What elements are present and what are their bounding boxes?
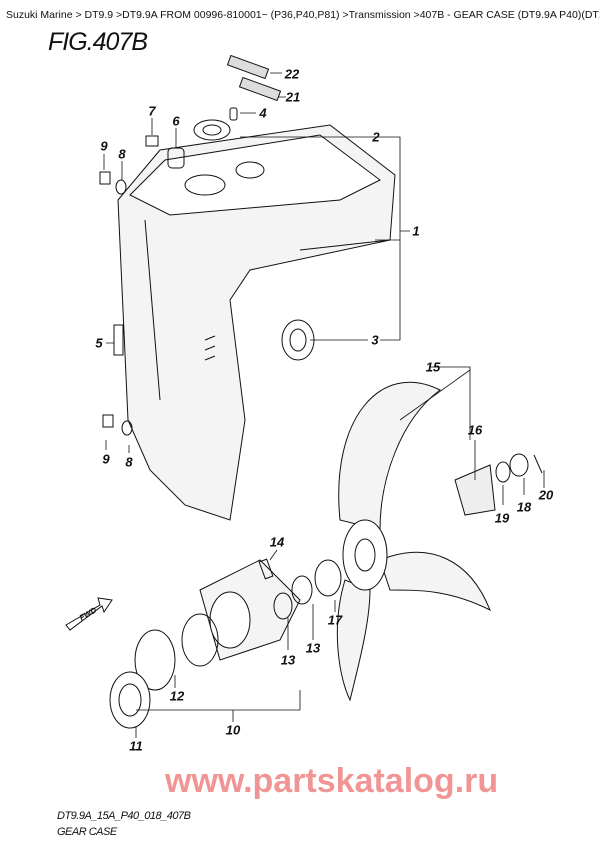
callout-2[interactable]: 2	[372, 129, 380, 145]
callout-5[interactable]: 5	[95, 335, 103, 351]
callout-22[interactable]: 22	[284, 66, 300, 82]
bearing-17	[314, 559, 342, 597]
watermark: www.partskatalog.ru	[165, 762, 499, 800]
bolt-9b	[102, 414, 114, 428]
washer-19	[495, 461, 511, 483]
callout-1[interactable]: 1	[412, 223, 420, 239]
nut-18	[509, 453, 529, 477]
callout-14[interactable]: 14	[269, 534, 285, 550]
seal-13a	[273, 592, 293, 620]
callout-15[interactable]: 15	[425, 359, 441, 375]
callout-9[interactable]: 9	[100, 138, 108, 154]
callout-10[interactable]: 10	[225, 722, 241, 738]
bearing-3	[281, 319, 315, 361]
seal-13b	[291, 575, 313, 605]
o-ring-12	[134, 629, 176, 691]
callout-19[interactable]: 19	[494, 510, 510, 526]
bolt-5	[113, 324, 124, 356]
callout-8[interactable]: 8	[118, 146, 126, 162]
washer-8b	[121, 420, 133, 436]
callout-13b[interactable]: 13	[305, 640, 321, 656]
callout-6[interactable]: 6	[172, 113, 180, 129]
bearing-6	[193, 119, 231, 141]
cotter-pin-20	[533, 454, 543, 474]
callout-20[interactable]: 20	[538, 487, 554, 503]
breadcrumb[interactable]: Suzuki Marine > DT9.9 >DT9.9A FROM 00996…	[6, 9, 600, 21]
bolt-14	[258, 558, 274, 580]
fwd-arrow-icon	[65, 597, 113, 631]
bolt-9	[99, 171, 111, 185]
washer-8	[115, 179, 127, 195]
leader-lines	[103, 72, 545, 738]
callout-18[interactable]: 18	[516, 499, 532, 515]
callout-4[interactable]: 4	[259, 105, 267, 121]
callout-16[interactable]: 16	[467, 422, 483, 438]
part-4	[229, 107, 238, 121]
callout-12[interactable]: 12	[169, 688, 185, 704]
callout-7[interactable]: 7	[148, 103, 156, 119]
callout-13a[interactable]: 13	[280, 652, 296, 668]
callout-9b[interactable]: 9	[102, 451, 110, 467]
part-21	[238, 76, 282, 102]
bushing-16	[454, 464, 496, 516]
callout-21[interactable]: 21	[285, 89, 301, 105]
drawing-code: DT9.9A_15A_P40_018_407B	[57, 810, 191, 822]
callout-3[interactable]: 3	[371, 332, 379, 348]
figure-title: FIG.407B	[48, 28, 148, 56]
part-22	[226, 54, 270, 80]
bolt-7	[145, 135, 159, 147]
drawing-caption: GEAR CASE	[57, 826, 117, 838]
callout-8b[interactable]: 8	[125, 454, 133, 470]
seal-11	[109, 671, 151, 729]
callout-11[interactable]: 11	[129, 738, 143, 754]
callout-17[interactable]: 17	[327, 612, 343, 628]
propeller	[336, 381, 491, 702]
gear-case-housing	[117, 124, 396, 521]
